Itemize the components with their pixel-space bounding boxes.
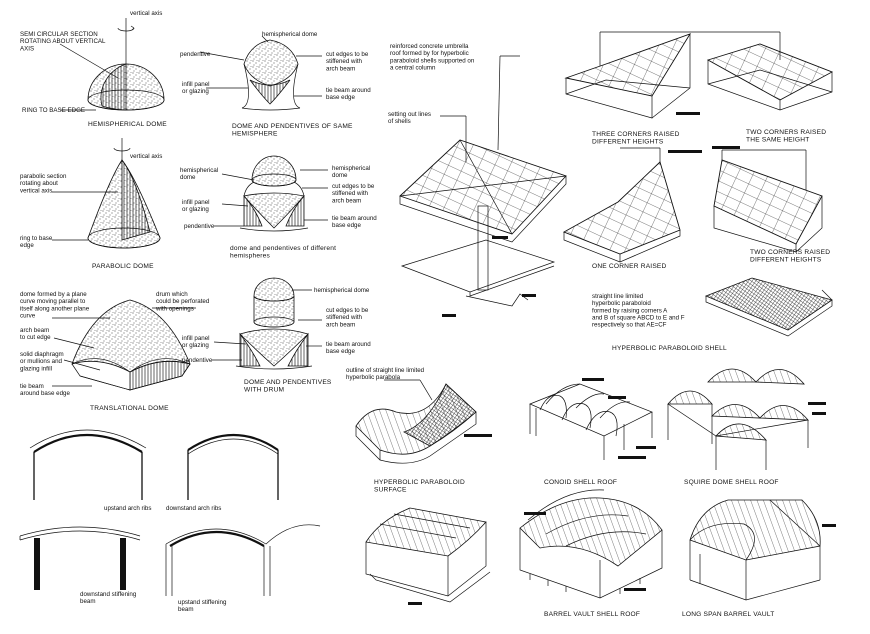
pendentive-different-hemispheres-figure bbox=[214, 155, 328, 232]
long-span-barrel-vault-figure bbox=[689, 499, 836, 601]
hemispherical-dome-figure bbox=[59, 18, 165, 111]
pendentive-with-drum-figure bbox=[212, 277, 322, 370]
downstand-stiffening-section bbox=[19, 526, 141, 590]
one-corner-raised-figure bbox=[562, 147, 702, 263]
trans-title: TRANSLATIONAL DOME bbox=[90, 405, 169, 412]
conoid-shell-figure bbox=[529, 378, 656, 460]
long-span-label: LONG SPAN BARREL VAULT bbox=[682, 611, 774, 618]
pendentive-same-hemisphere-figure bbox=[199, 35, 322, 111]
pend1-pendentive-label: pendentive bbox=[180, 51, 211, 58]
hemi-ring-label: RING TO BASE EDGE bbox=[22, 107, 85, 114]
square-dome-shell-figure bbox=[667, 368, 826, 470]
pend2-pendentive-label: pendentive bbox=[184, 223, 215, 230]
para-title: PARABOLIC DOME bbox=[92, 263, 154, 270]
translational-dome-figure bbox=[52, 299, 196, 391]
pend3-hemi-label: hemispherical dome bbox=[314, 287, 370, 294]
conoid-label: CONOID SHELL ROOF bbox=[544, 479, 617, 486]
hemi-vertical-axis-label: vertical axis bbox=[130, 10, 162, 17]
barrel-vault-shell-figure bbox=[519, 489, 663, 599]
hypar-shell-figure bbox=[704, 277, 833, 337]
two-corners-diff-figure bbox=[712, 146, 823, 253]
one-corner-label: ONE CORNER RAISED bbox=[592, 263, 667, 270]
hypar-surface-figure bbox=[355, 379, 492, 464]
two-corners-same-figure bbox=[706, 43, 834, 111]
umbrella-roof-figure bbox=[399, 55, 567, 317]
hemi-title: HEMISPHERICAL DOME bbox=[88, 121, 167, 128]
small-barrel-vault-figure bbox=[365, 507, 491, 605]
upstand-stiffening-section bbox=[165, 524, 321, 596]
para-vertical-axis-label: vertical axis bbox=[130, 153, 162, 160]
pend3-pendentive-label: pendentive bbox=[182, 357, 213, 364]
square-dome-label: SQUIRE DOME SHELL ROOF bbox=[684, 479, 779, 486]
pend1-hemi-label: hemispherical dome bbox=[262, 31, 318, 38]
three-corners-raised-figure bbox=[564, 31, 781, 119]
downstand-ribs-label: downstand arch ribs bbox=[166, 505, 221, 512]
upstand-arch-section bbox=[29, 429, 147, 500]
downstand-arch-section bbox=[187, 434, 279, 500]
barrel-vault-label: BARREL VAULT SHELL ROOF bbox=[544, 611, 640, 618]
upstand-ribs-label: upstand arch ribs bbox=[104, 505, 151, 512]
hypar-shell-label: HYPERBOLIC PARABOLOID SHELL bbox=[612, 345, 727, 352]
parabolic-dome-figure bbox=[52, 138, 161, 249]
